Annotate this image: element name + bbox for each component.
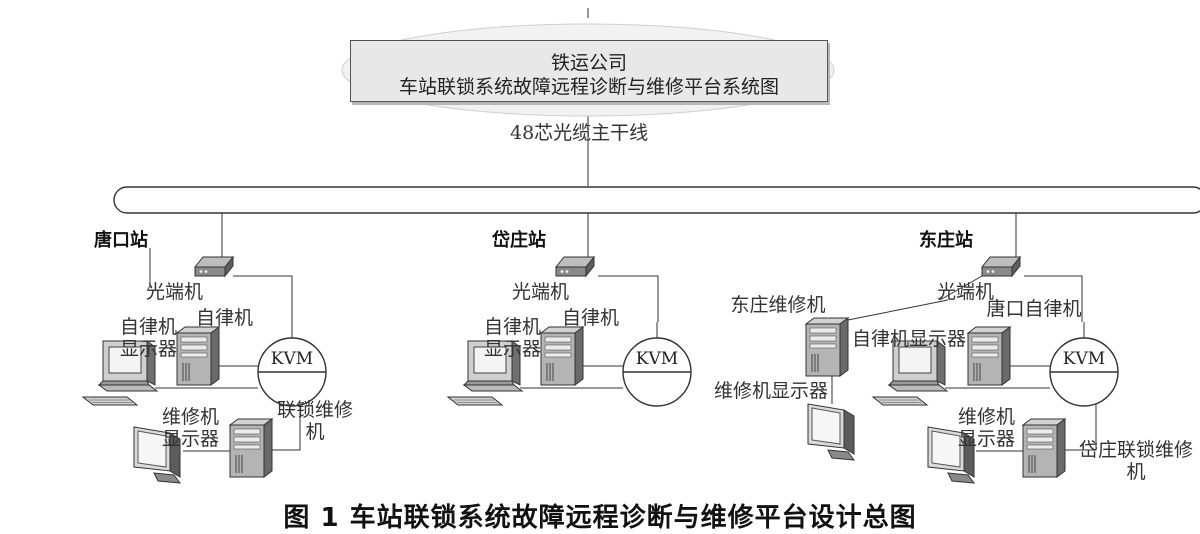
kvm-label: KVM — [636, 349, 678, 369]
optical-terminal-label: 光端机 — [937, 281, 995, 303]
station-name: 东庄站 — [919, 230, 973, 251]
server-tower-icon — [967, 326, 1011, 386]
maintenance-display-label: 维修机显示器 — [958, 406, 1016, 450]
remote-maintenance-label: 岱庄联锁维修机 — [1078, 439, 1193, 483]
kvm-label: KVM — [1063, 349, 1105, 369]
platform-title: 车站联锁系统故障远程诊断与维修平台系统图 — [398, 76, 779, 98]
figure-caption: 图 1 车站联锁系统故障远程诊断与维修平台设计总图 — [283, 503, 917, 533]
interlock-display-label: 自律机显示器 — [484, 316, 542, 360]
crt-monitor-icon — [872, 340, 948, 406]
station-name: 唐口站 — [94, 230, 148, 251]
lcd-monitor-icon — [807, 403, 855, 461]
backbone-label: 48芯光缆主干线 — [510, 122, 649, 144]
platform-title-box: 铁运公司 车站联锁系统故障远程诊断与维修平台系统图 — [350, 40, 828, 102]
remote-interlock-label: 唐口自律机 — [986, 298, 1082, 320]
router-icon — [555, 256, 595, 277]
interlock-machine-label: 自律机 — [196, 307, 254, 329]
interlock-maintenance-label: 联锁维修机 — [276, 399, 353, 443]
interlock-machine-label: 自律机 — [562, 307, 620, 329]
maintenance-display-label: 维修机显示器 — [714, 380, 829, 402]
company-name: 铁运公司 — [550, 52, 627, 74]
router-icon — [194, 256, 234, 277]
station-dongzhuang — [805, 213, 1119, 484]
interlock-display-label: 自律机显示器 — [120, 316, 178, 360]
fiber-backbone-bus — [113, 186, 1200, 214]
router-icon — [981, 256, 1021, 277]
server-tower-icon — [229, 418, 273, 478]
maintenance-display-label: 维修机显示器 — [162, 406, 220, 450]
optical-terminal-label: 光端机 — [146, 281, 204, 303]
station-daizhuang — [447, 213, 692, 407]
kvm-label: KVM — [271, 349, 313, 369]
server-tower-icon — [805, 317, 849, 377]
station-tangkou — [82, 213, 327, 484]
local-maintenance-label: 东庄维修机 — [730, 294, 826, 316]
interlock-display-label: 自律机显示器 — [852, 328, 967, 350]
server-tower-icon — [1022, 418, 1066, 478]
optical-terminal-label: 光端机 — [512, 281, 570, 303]
station-name: 岱庄站 — [492, 230, 546, 251]
